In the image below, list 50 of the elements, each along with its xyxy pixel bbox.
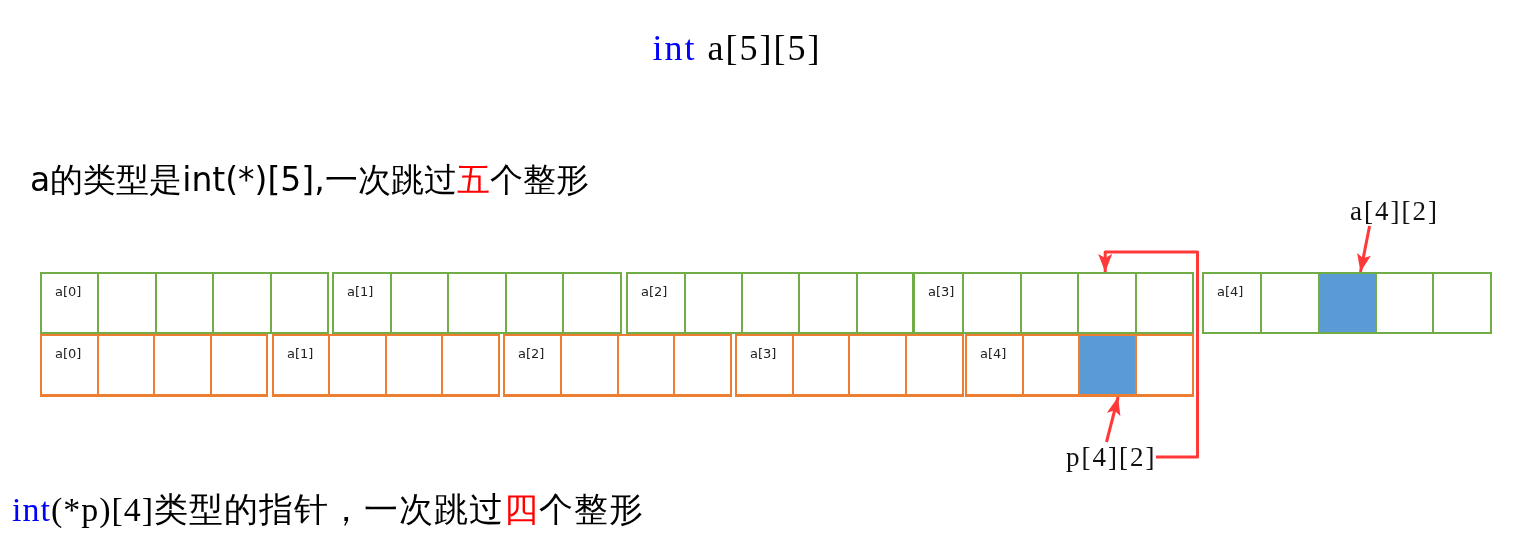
memory-cell: [153, 334, 212, 397]
memory-cell: [684, 272, 743, 334]
memory-cell: a[1]: [332, 272, 392, 334]
memory-cell: [1135, 334, 1194, 397]
memory-cell: [390, 272, 449, 334]
memory-cell: a[4]: [1202, 272, 1262, 334]
memory-cell: [210, 334, 268, 397]
memory-cell: [673, 334, 732, 397]
memory-cell: [562, 272, 622, 334]
note-text: a的类型是int(*)[5],一次跳过五个整形: [30, 160, 589, 200]
memory-cell: [97, 334, 155, 397]
memory-cell: [1375, 272, 1434, 334]
memory-cell: [212, 272, 272, 334]
memory-cell: a[0]: [40, 334, 99, 397]
memory-cell: [441, 334, 500, 397]
arrow: [1357, 225, 1372, 273]
note-text: int(*p)[4]类型的指针，一次跳过四个整形: [12, 490, 645, 530]
memory-cell: [97, 272, 157, 334]
memory-cell: [848, 334, 907, 397]
memory-cell: [505, 272, 564, 334]
heading: int a[5][5]: [652, 28, 822, 68]
highlighted-cell: [1078, 334, 1137, 397]
memory-cell: [856, 272, 914, 334]
memory-cell: a[3]: [913, 272, 964, 334]
arrow: [1098, 250, 1199, 459]
memory-cell: [798, 272, 858, 334]
memory-cell: a[0]: [40, 272, 99, 334]
highlighted-cell: [1318, 272, 1377, 334]
memory-cell: [1135, 272, 1194, 334]
memory-cell: [741, 272, 800, 334]
memory-cell: [560, 334, 619, 397]
memory-cell: a[3]: [735, 334, 794, 397]
memory-cell: [447, 272, 507, 334]
memory-cell: [617, 334, 675, 397]
memory-cell: a[2]: [503, 334, 562, 397]
memory-cell: [905, 334, 964, 397]
memory-cell: [962, 272, 1022, 334]
pointer-label: p[4][2]: [1066, 442, 1157, 472]
memory-cell: a[1]: [272, 334, 330, 397]
memory-cell: [1020, 272, 1079, 334]
memory-cell: [385, 334, 443, 397]
memory-cell: [1432, 272, 1492, 334]
memory-cell: [270, 272, 329, 334]
memory-cell: a[4]: [965, 334, 1024, 397]
memory-cell: a[2]: [626, 272, 686, 334]
pointer-label: a[4][2]: [1350, 196, 1439, 226]
arrow: [1105, 396, 1121, 443]
memory-cell: [792, 334, 850, 397]
memory-cell: [155, 272, 214, 334]
memory-cell: [328, 334, 387, 397]
